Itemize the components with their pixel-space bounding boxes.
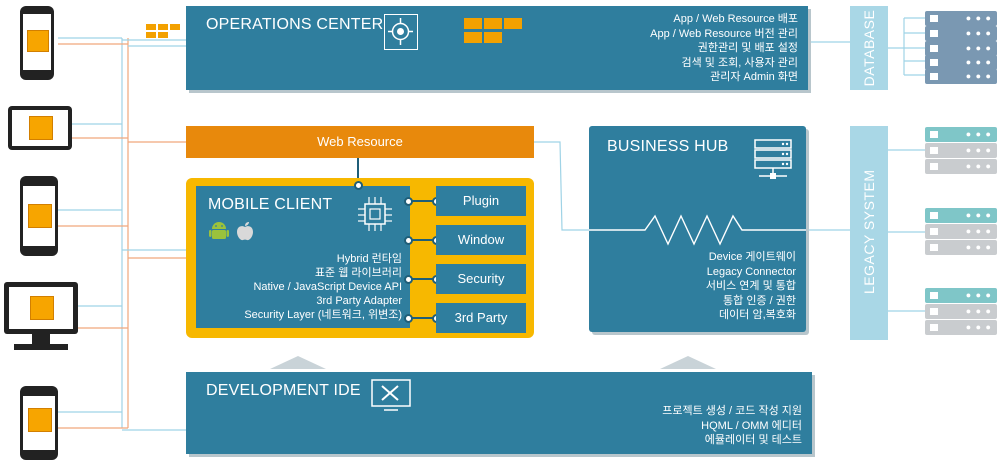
pencil-ruler-icon [370, 378, 412, 414]
database-bar: DATABASE [850, 6, 888, 90]
ops-line: 권한관리 및 배포 설정 [697, 42, 798, 54]
mobile-line: 표준 웹 라이브러리 [314, 267, 402, 279]
business-hub-title: BUSINESS HUB [607, 138, 729, 155]
connector-dot [404, 197, 413, 206]
up-arrow-icon [660, 356, 716, 369]
server-rack-icon: ● ● ● [925, 240, 997, 255]
ops-line: App / Web Resource 배포 [673, 13, 798, 25]
chip-icon [27, 30, 49, 52]
business-hub-box: BUSINESS HUB Device 게이트웨이 Legacy Connect… [589, 126, 806, 332]
smartphone-icon [20, 6, 54, 80]
web-resource-label: Web Resource [317, 134, 403, 149]
target-icon [384, 14, 418, 50]
server-rack-icon: ● ● ● [925, 41, 997, 56]
module-3rd-party: 3rd Party [436, 303, 526, 333]
monitor-icon [4, 282, 78, 334]
business-hub-lines: Device 게이트웨이 Legacy Connector 서비스 연계 및 통… [706, 250, 796, 323]
chip-icon [30, 296, 54, 320]
server-rack-icon: ● ● ● [925, 11, 997, 26]
tablet-icon [8, 106, 72, 150]
mobile-line: Hybrid 런타임 [336, 253, 402, 265]
up-arrow-icon [270, 356, 326, 369]
legacy-system-bar: LEGACY SYSTEM [850, 126, 888, 340]
server-rack-icon: ● ● ● [925, 69, 997, 84]
operations-center-title: OPERATIONS CENTER [206, 16, 384, 33]
android-icon [208, 220, 230, 242]
apple-icon [234, 220, 256, 242]
connector-dot [354, 181, 363, 190]
smartphone-icon [20, 176, 58, 256]
mobile-line: 3rd Party Adapter [316, 295, 402, 307]
operations-center-lines: App / Web Resource 배포 App / Web Resource… [650, 12, 798, 85]
server-rack-icon: ● ● ● [925, 224, 997, 239]
chip-icon [29, 116, 53, 140]
mobile-line: Native / JavaScript Device API [253, 281, 402, 293]
ops-line: App / Web Resource 버전 관리 [650, 27, 798, 40]
web-resource-bar: Web Resource [186, 126, 534, 158]
smartphone-icon [20, 386, 58, 460]
monitor-base [14, 344, 68, 350]
server-rack-icon: ● ● ● [925, 143, 997, 158]
server-rack-icon: ● ● ● [925, 26, 997, 41]
chip-icon [28, 408, 52, 432]
hub-line: 통합 인증 / 권한 [723, 294, 796, 307]
chip-icon [28, 204, 52, 228]
bricks-small [146, 24, 186, 44]
server-rack-icon: ● ● ● [925, 208, 997, 223]
connector-dot [404, 275, 413, 284]
mobile-line: Security Layer (네트워크, 위변조) [244, 309, 402, 321]
server-rack-icon: ● ● ● [925, 55, 997, 70]
module-plugin: Plugin [436, 186, 526, 216]
module-window: Window [436, 225, 526, 255]
ops-line: 검색 및 조회, 사용자 관리 [681, 56, 798, 69]
bricks-icon [464, 18, 526, 48]
ide-line: 프로젝트 생성 / 코드 작성 지원 [662, 405, 802, 417]
ops-line: 관리자 Admin 화면 [710, 71, 798, 83]
connector-dot [404, 314, 413, 323]
chip-icon [354, 194, 396, 234]
server-rack-icon: ● ● ● [925, 288, 997, 303]
monitor-stand [32, 334, 50, 344]
connector-dot [404, 236, 413, 245]
server-rack-icon: ● ● ● [925, 127, 997, 142]
server-rack-icon: ● ● ● [925, 304, 997, 319]
ide-line: HQML / OMM 에디터 [701, 419, 802, 432]
development-ide-title: DEVELOPMENT IDE [206, 382, 361, 399]
hub-line: 데이터 암,복호화 [719, 309, 796, 321]
hub-line: 서비스 연계 및 통합 [705, 280, 796, 292]
development-ide-lines: 프로젝트 생성 / 코드 작성 지원 HQML / OMM 에디터 에뮬레이터 … [662, 404, 802, 448]
mobile-client-title: MOBILE CLIENT [208, 196, 333, 213]
hub-line: Device 게이트웨이 [708, 251, 796, 263]
ide-line: 에뮬레이터 및 테스트 [704, 434, 802, 446]
mobile-client-lines: Hybrid 런타임 표준 웹 라이브러리 Native / JavaScrip… [244, 252, 402, 322]
hub-line: Legacy Connector [706, 265, 796, 278]
module-security: Security [436, 264, 526, 294]
server-icon [753, 138, 793, 182]
operations-center-box: OPERATIONS CENTER App / Web Resource 배포 … [186, 6, 808, 90]
mobile-client-box: MOBILE CLIENT Hy [196, 186, 410, 328]
development-ide-box: DEVELOPMENT IDE 프로젝트 생성 / 코드 작성 지원 HQML … [186, 372, 812, 454]
server-rack-icon: ● ● ● [925, 159, 997, 174]
server-rack-icon: ● ● ● [925, 320, 997, 335]
